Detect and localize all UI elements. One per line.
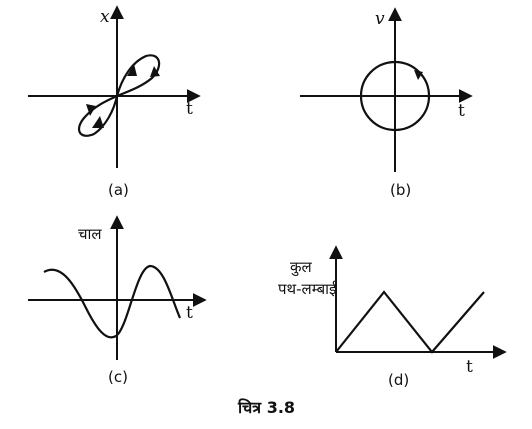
panel-b: v t (b) (300, 7, 473, 199)
panel-b-circle (359, 60, 431, 132)
panel-b-x-label: t (458, 101, 465, 121)
panel-d-y-label-line2: पथ-लम्बाई (278, 280, 337, 298)
panel-a-arrow-left (86, 104, 96, 116)
panel-c-caption: (c) (108, 368, 128, 386)
panel-b-caption: (b) (390, 181, 411, 199)
figure-caption: चित्र 3.8 (237, 398, 295, 417)
panel-b-arrow (414, 70, 423, 80)
panel-c-y-label: चाल (78, 225, 102, 243)
panel-d-y-label-line1: कुल (290, 258, 313, 277)
panel-c-x-label: t (186, 303, 193, 323)
panel-d-caption: (d) (388, 371, 409, 389)
panel-a-figure-eight-curve (77, 54, 161, 137)
panel-b-y-label: v (375, 9, 385, 29)
panel-a-arrow-upper (127, 64, 137, 76)
panel-a-y-label: x (100, 7, 110, 27)
panel-d: कुल पथ-लम्बाई t (d) (278, 245, 507, 389)
panel-d-triangle-curve (335, 290, 485, 354)
panel-d-x-label: t (466, 357, 473, 377)
panel-c: चाल t (c) (28, 215, 207, 386)
panel-a-arrow-right (150, 66, 160, 77)
panel-a-caption: (a) (108, 181, 129, 199)
panel-a-arrow-lower (92, 116, 104, 128)
panel-a: x t (a) (28, 5, 201, 199)
panel-a-x-label: t (186, 99, 193, 119)
panel-c-sine-curve (43, 264, 182, 339)
